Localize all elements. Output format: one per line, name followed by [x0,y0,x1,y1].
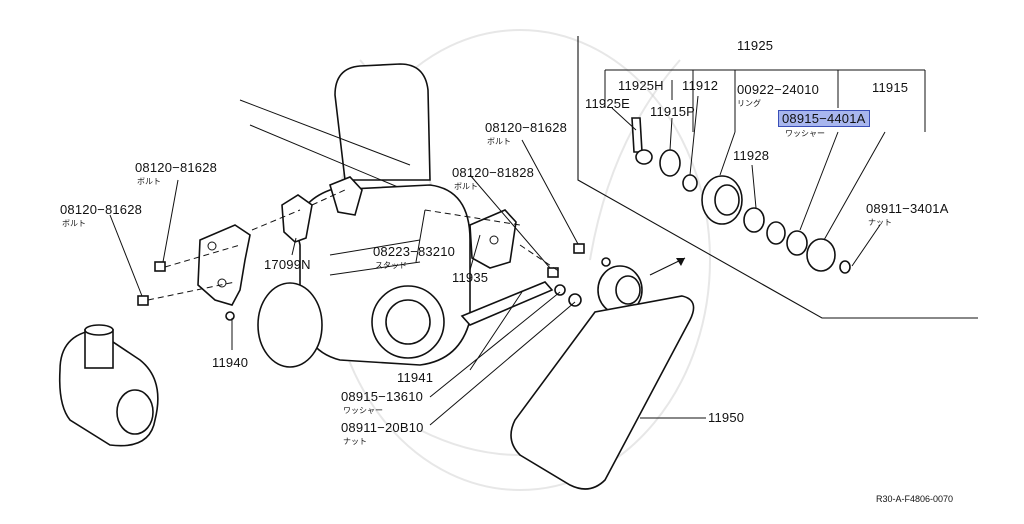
label-17099N: 17099N [264,257,311,272]
sub-washer-2: ワッシャー [343,406,383,415]
label-08120-81628-left: 08120−81628 [60,202,143,217]
idler-pulley [597,257,643,315]
label-11940: 11940 [212,355,249,370]
label-11925H: 11925H [618,78,664,93]
label-11925E: 11925E [585,96,631,111]
label-08223-83210: 08223−83210 [373,244,456,259]
sub-ring: リング [737,99,761,108]
sub-washer-1: ワッシャー [785,129,825,138]
oil-filter [58,324,159,447]
leader-lines [109,95,886,426]
sub-bolt-4: ボルト [62,219,86,228]
bracket-11935 [469,209,517,269]
bolts [137,243,585,321]
label-11912: 11912 [682,78,719,93]
label-08915-4401A-highlighted[interactable]: 08915−4401A [778,110,870,127]
label-11915P: 11915P [650,104,696,119]
sub-nut-1: ナット [868,218,892,227]
bracket-17099N [281,194,313,243]
diagram-code: R30-A-F4806-0070 [876,494,954,504]
label-11950: 11950 [708,410,745,425]
bracket-center [329,176,363,216]
label-08911-3401A: 08911−3401A [866,201,949,216]
label-08915-13610: 08915−13610 [341,389,424,404]
sub-bolt-2: ボルト [454,182,478,191]
label-08120-81628-top: 08120−81628 [135,160,218,175]
label-00922-24010: 00922−24010 [737,82,820,97]
v-belt-11950 [510,295,695,490]
inset-frame [577,36,978,319]
exploded-parts [631,117,851,274]
label-08120-81628-right: 08120−81628 [485,120,568,135]
engine-block [239,63,471,368]
sub-stud: スタッド [375,261,407,270]
label-11925: 11925 [737,38,774,53]
group-bracket-11925 [604,69,926,132]
sub-nut-2: ナット [343,437,367,446]
label-11941: 11941 [397,370,434,385]
label-08120-81828: 08120−81828 [452,165,535,180]
label-08911-20B10: 08911−20B10 [341,420,424,435]
adjust-bar-11941 [460,281,554,326]
sub-bolt-3: ボルト [137,177,161,186]
label-11915: 11915 [872,80,909,95]
label-11928: 11928 [733,148,770,163]
sub-bolt-1: ボルト [487,137,511,146]
label-11935: 11935 [452,270,489,285]
bracket-11940 [197,224,251,306]
